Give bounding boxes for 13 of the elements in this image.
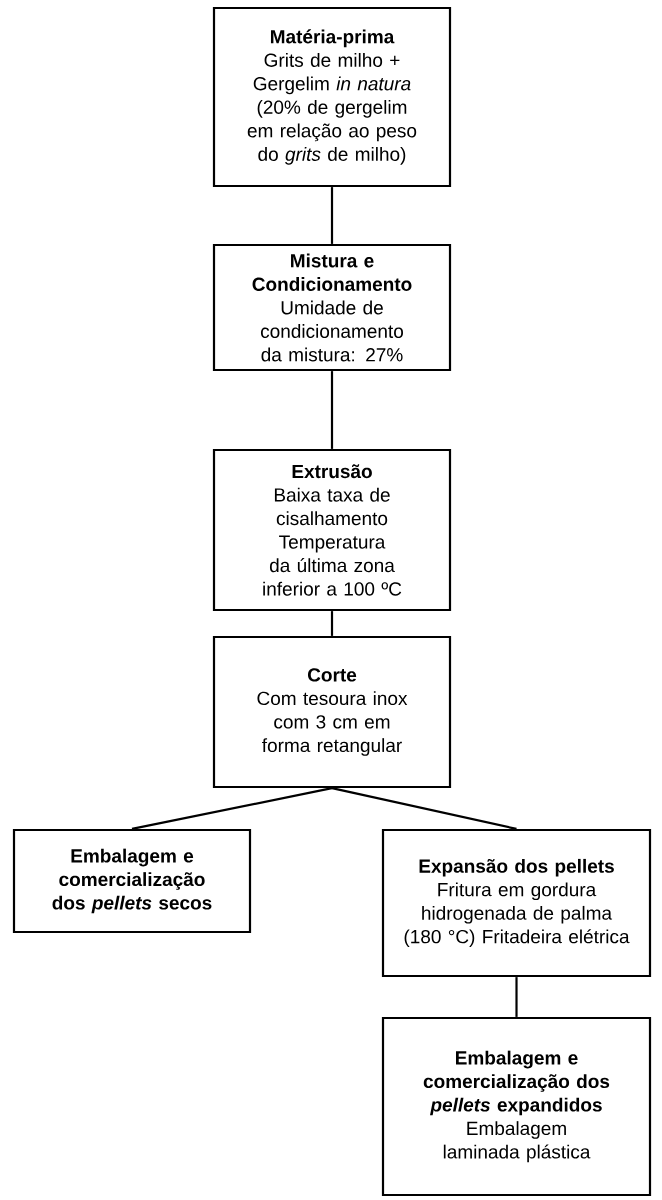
process-box: Mistura e Condicionamento Umidade de condicionamento da mistura: 27% (212, 243, 452, 372)
process-box: Extrusão Baixa taxa de cisalhamento Temperatura da última zona inferior a 100 ºC (212, 448, 452, 612)
process-box: Matéria-prima Grits de milho + Gergelim in natura (20% de gergelim em relação ao peso do grits de milho) (212, 6, 452, 188)
connector-line (330, 187, 334, 244)
connector-line (515, 977, 518, 1017)
connector-line (131, 787, 333, 830)
connector-line (330, 611, 334, 636)
process-box: Embalagem e comercialização dos pellets secos (12, 828, 252, 934)
connector-line (330, 371, 334, 449)
connector-line (331, 787, 517, 830)
process-box: Corte Com tesoura inox com 3 cm em forma retangular (212, 635, 452, 789)
process-box: Expansão dos pellets Fritura em gordura hidrogenada de palma (180 °C) Fritadeira elétrica (381, 828, 652, 978)
process-box: Embalagem e comercialização dos pellets expandidos Embalagem laminada plástica (381, 1016, 652, 1197)
